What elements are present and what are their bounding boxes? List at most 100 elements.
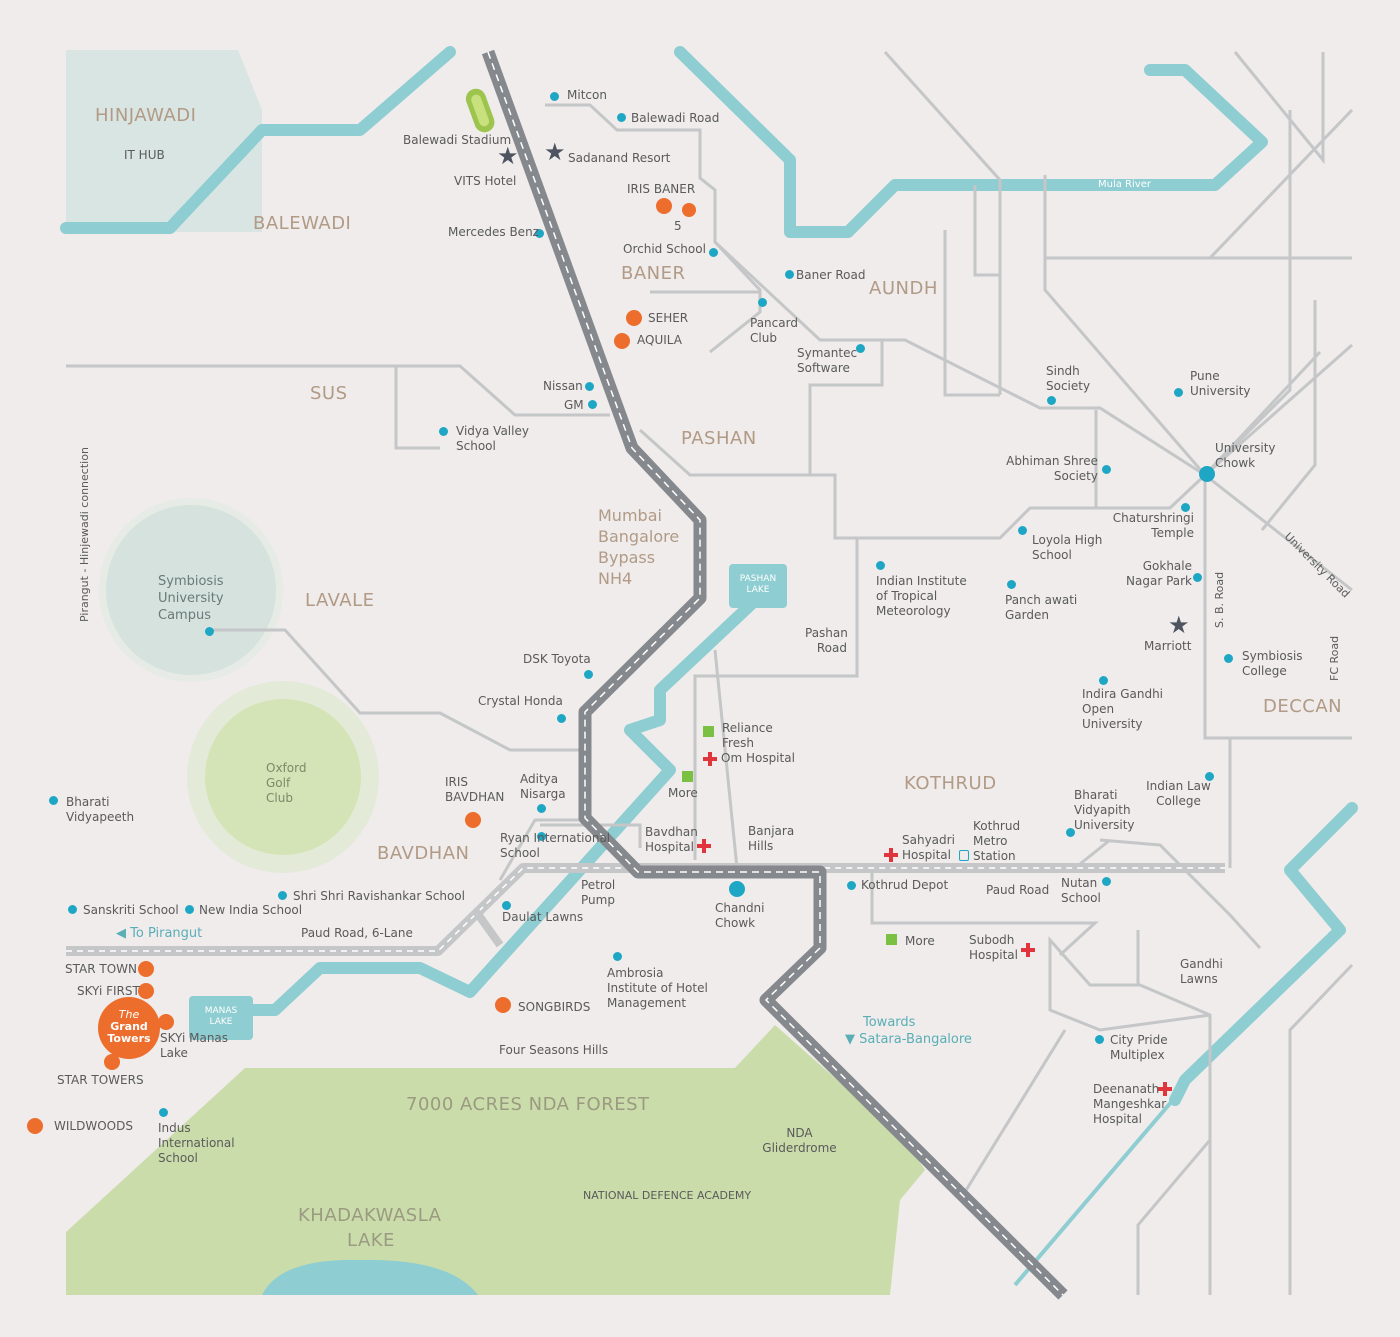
new-india-dot[interactable] — [185, 905, 194, 914]
mercedes-dot[interactable] — [535, 229, 544, 238]
seher-dot[interactable] — [626, 310, 642, 326]
bavdhan-hospital-cross-icon — [697, 839, 711, 853]
songbirds-dot[interactable] — [495, 997, 511, 1013]
ryan-school-label: Ryan International School — [500, 831, 611, 860]
star-town-dot[interactable] — [138, 961, 154, 977]
nutan-school-dot[interactable] — [1102, 877, 1111, 886]
nissan-dot[interactable] — [585, 382, 594, 391]
gm-dot[interactable] — [588, 400, 597, 409]
paud-road-6lane-label: Paud Road, 6-Lane — [301, 926, 413, 940]
aquila-dot[interactable] — [614, 333, 630, 349]
pancard-club-label: Pancard Club — [750, 316, 798, 345]
iitm-label: Indian Institute of Tropical Meteorology — [876, 574, 967, 618]
baner-road-dot[interactable] — [785, 270, 794, 279]
symbiosis-college-label: Symbiosis College — [1242, 649, 1303, 678]
banjara-hills-label: Banjara Hills — [748, 824, 795, 853]
daulat-lawns-label: Daulat Lawns — [502, 910, 584, 924]
indian-law-label: Indian Law College — [1146, 779, 1211, 808]
aditya-nisarga-dot[interactable] — [537, 804, 546, 813]
paud-road-label: Paud Road — [986, 883, 1050, 897]
grand-towers-marker[interactable]: The Grand Towers — [98, 997, 160, 1059]
wildwoods-dot[interactable] — [27, 1118, 43, 1134]
nda-academy-label: NATIONAL DEFENCE ACADEMY — [583, 1189, 752, 1202]
balewadi-road-dot[interactable] — [617, 113, 626, 122]
more-1-label: More — [668, 786, 698, 800]
area-baner: BANER — [621, 263, 686, 284]
symbiosis-circle — [106, 505, 276, 675]
area-pashan: PASHAN — [681, 428, 757, 449]
kothrud-depot-dot[interactable] — [847, 881, 856, 890]
pune-university-dot[interactable] — [1174, 388, 1183, 397]
indus-school-label: Indus International School — [158, 1121, 235, 1165]
ambrosia-dot[interactable] — [613, 952, 622, 961]
shri-shri-dot[interactable] — [278, 891, 287, 900]
area-khadakwasla-2: LAKE — [347, 1230, 395, 1251]
skyi-first-dot[interactable] — [138, 983, 154, 999]
abhiman-dot[interactable] — [1102, 465, 1111, 474]
ambrosia-label: Ambrosia Institute of Hotel Management — [607, 966, 708, 1010]
iitm-dot[interactable] — [876, 561, 885, 570]
orchid-school-dot[interactable] — [709, 248, 718, 257]
mitcon-label: Mitcon — [567, 88, 607, 102]
reliance-fresh-label: Reliance Fresh — [722, 721, 773, 750]
it-hub-label: IT HUB — [124, 148, 165, 162]
star-towers-dot[interactable] — [104, 1054, 120, 1070]
nutan-school-label: Nutan School — [1061, 876, 1101, 905]
aditya-nisarga-label: Aditya Nisarga — [520, 772, 566, 801]
project-5-dot[interactable] — [682, 203, 696, 217]
daulat-lawns-dot[interactable] — [502, 901, 511, 910]
skyi-manas-dot[interactable] — [158, 1014, 174, 1030]
symbiosis-college-dot[interactable] — [1224, 654, 1233, 663]
bharati-vidyapeeth-dot[interactable] — [49, 796, 58, 805]
songbirds-label: SONGBIRDS — [518, 1000, 591, 1014]
loyola-label: Loyola High School — [1032, 533, 1103, 562]
nda-forest — [66, 1025, 925, 1295]
indus-school-dot[interactable] — [159, 1108, 168, 1117]
marriott-star-icon: ★ — [1168, 611, 1190, 639]
vits-hotel-star-icon: ★ — [497, 142, 519, 170]
iris-bavdhan-label: IRIS BAVDHAN — [445, 775, 505, 804]
chaturshringi-dot[interactable] — [1181, 503, 1190, 512]
ryan-school-dot[interactable] — [537, 832, 546, 841]
more-store-1-icon — [682, 771, 693, 782]
river-thin — [1013, 1078, 1192, 1287]
area-khadakwasla-1: KHADAKWASLA — [298, 1205, 442, 1226]
to-pirangut-label: ◀ To Pirangut — [116, 926, 203, 941]
iris-bavdhan-dot[interactable] — [465, 812, 481, 828]
mercedes-benz-label: Mercedes Benz — [448, 225, 539, 239]
loyola-dot[interactable] — [1018, 526, 1027, 535]
gokhale-dot[interactable] — [1193, 573, 1202, 582]
indira-gandhi-dot[interactable] — [1099, 676, 1108, 685]
sb-road-label: S. B. Road — [1213, 571, 1226, 628]
om-hospital-label: Om Hospital — [721, 751, 795, 765]
symantec-dot[interactable] — [856, 344, 865, 353]
crystal-honda-dot[interactable] — [557, 714, 566, 723]
bharati-univ-dot[interactable] — [1066, 828, 1075, 837]
fc-road-label: FC Road — [1328, 635, 1341, 681]
kothrud-depot-label: Kothrud Depot — [861, 878, 949, 892]
city-pride-dot[interactable] — [1095, 1035, 1104, 1044]
sindh-society-dot[interactable] — [1047, 396, 1056, 405]
oxford-golf-label: Oxford Golf Club — [266, 761, 307, 805]
khadakwasla-lake — [262, 1259, 478, 1295]
dsk-toyota-dot[interactable] — [584, 670, 593, 679]
vidya-valley-label: Vidya Valley School — [456, 424, 529, 453]
pirangut-connection-label: Pirangut - Hinjewadi connection — [78, 447, 91, 622]
pashan-road-label: Pashan Road — [805, 626, 848, 655]
area-kothrud: KOTHRUD — [904, 773, 997, 794]
iris-baner-dot[interactable] — [656, 198, 672, 214]
symbiosis-campus-dot[interactable] — [205, 627, 214, 636]
pune-university-label: Pune University — [1190, 369, 1251, 398]
gokhale-label: Gokhale Nagar Park — [1126, 559, 1192, 588]
indian-law-dot[interactable] — [1205, 772, 1214, 781]
gandhi-lawns-label: Gandhi Lawns — [1180, 957, 1223, 986]
mitcon-dot[interactable] — [550, 92, 559, 101]
panchawati-dot[interactable] — [1007, 580, 1016, 589]
vidya-valley-dot[interactable] — [439, 427, 448, 436]
sanskriti-dot[interactable] — [68, 905, 77, 914]
more-store-2-icon — [886, 934, 897, 945]
pancard-club-dot[interactable] — [758, 298, 767, 307]
